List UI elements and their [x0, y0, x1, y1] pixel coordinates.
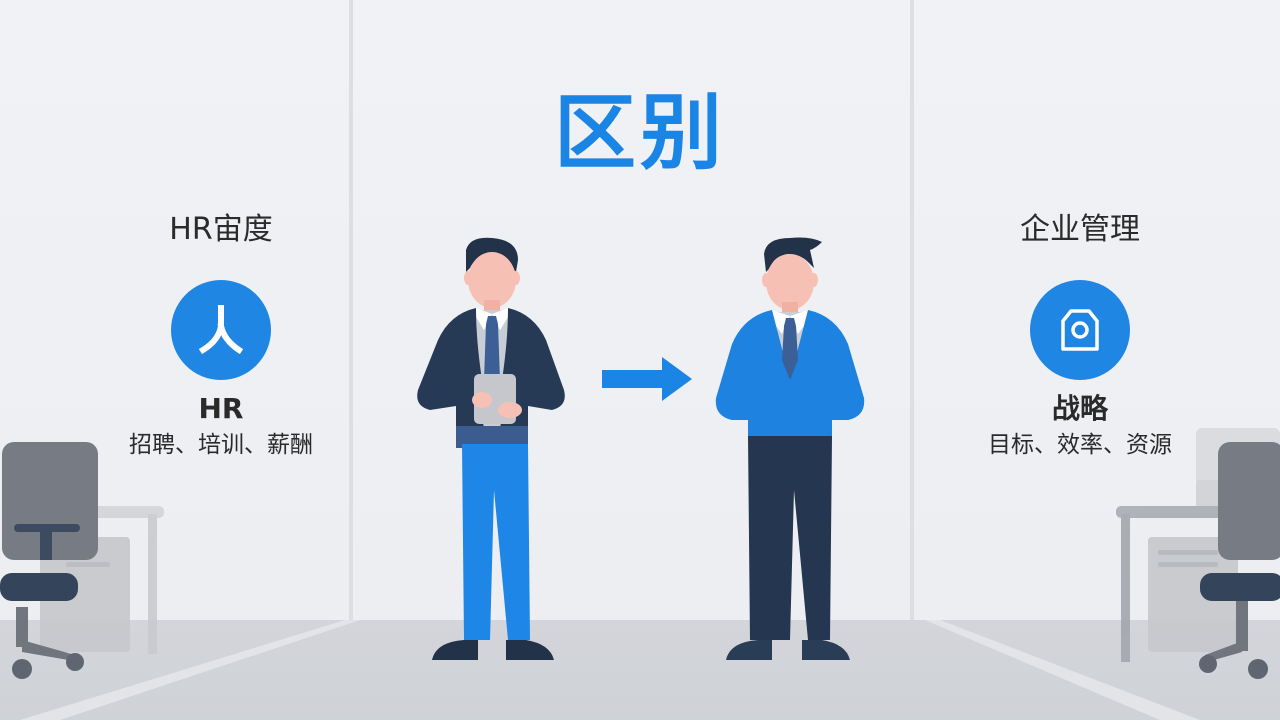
- enterprise-management-panel: 企业管理 战略 目标、效率、资源: [950, 210, 1210, 462]
- hr-panel-heading: HR宙度: [169, 212, 273, 247]
- hr-panel: HR宙度 HR 招聘、培训、薪酬: [91, 210, 351, 462]
- wall-pillar-left: [349, 0, 353, 620]
- manager-person-figure: [715, 237, 865, 660]
- person-icon: [171, 280, 271, 380]
- office-chair-left-icon: [0, 442, 98, 679]
- enterprise-panel-subtitle: 战略: [1051, 392, 1108, 425]
- hr-panel-subtitle: HR: [198, 392, 244, 425]
- wall-pillar-right: [910, 0, 914, 620]
- page-title: 区别: [553, 86, 726, 181]
- office-chair-right-icon: [1199, 442, 1280, 679]
- enterprise-panel-heading: 企业管理: [1020, 212, 1140, 247]
- enterprise-panel-description: 目标、效率、资源: [988, 432, 1172, 458]
- hr-panel-description: 招聘、培训、薪酬: [129, 432, 313, 458]
- arrow-right-icon: [602, 357, 692, 401]
- strategy-target-icon: [1030, 280, 1130, 380]
- hr-person-figure: [417, 237, 565, 660]
